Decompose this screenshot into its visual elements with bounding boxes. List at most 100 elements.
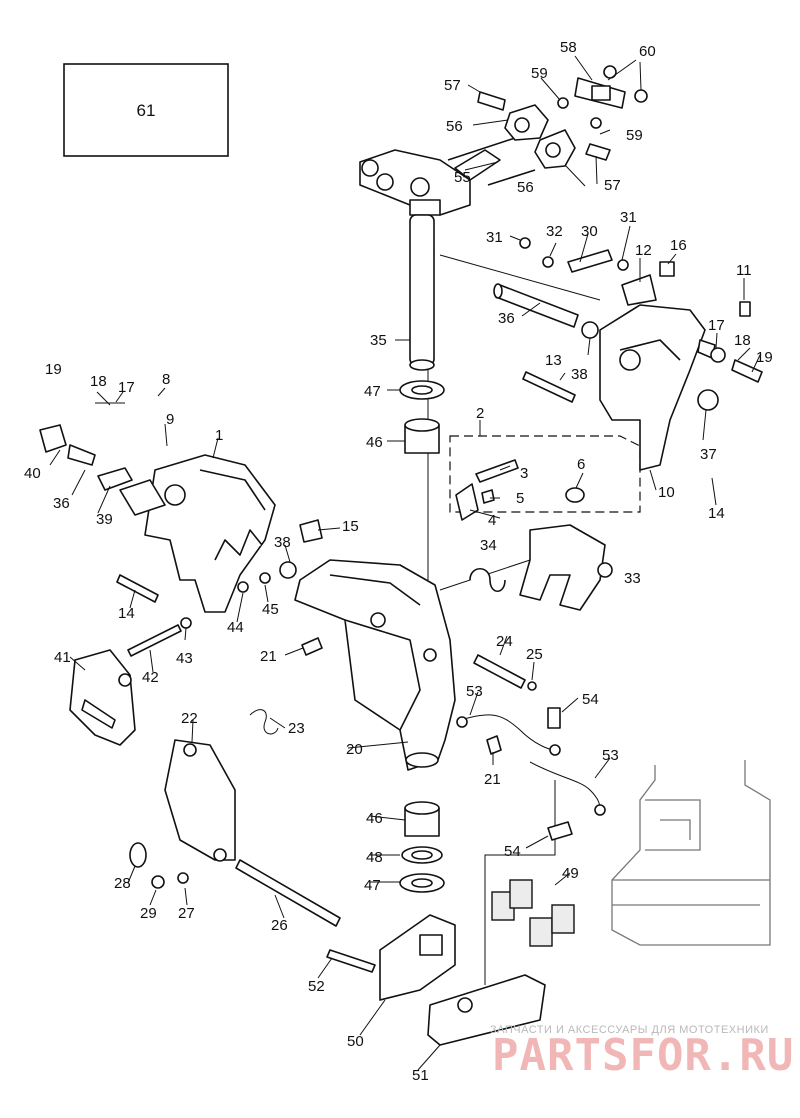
callout: 17 [708, 317, 725, 334]
callout: 9 [166, 411, 174, 428]
anodes [491, 879, 575, 947]
callout: 46 [366, 434, 383, 451]
callout: 59 [626, 127, 643, 144]
link-parts-upper [519, 237, 763, 383]
callout: 58 [560, 39, 577, 56]
callout: 23 [288, 720, 305, 737]
callout: 43 [176, 650, 193, 667]
watermark-brand: PARTSFOR.RU [492, 1030, 795, 1081]
callout: 3 [520, 465, 528, 482]
callout: 42 [142, 669, 159, 686]
callout: 8 [162, 371, 170, 388]
swivel-bracket [294, 559, 456, 771]
callout: 13 [545, 352, 562, 369]
callout: 48 [366, 849, 383, 866]
callout: 11 [736, 262, 752, 279]
callout: 19 [45, 361, 62, 378]
callout: 45 [262, 601, 279, 618]
callout: 16 [670, 237, 687, 254]
tilt-tube [493, 283, 599, 403]
leader-lines [49, 55, 761, 1071]
callout: 53 [466, 683, 483, 700]
subassembly-parts [455, 459, 585, 521]
callout: 44 [227, 619, 244, 636]
bushings-lower [399, 801, 445, 893]
callout-numbers: 61 1 2 3 4 5 6 8 9 10 11 12 13 14 14 15 … [24, 39, 773, 1084]
callout: 59 [531, 65, 548, 82]
callout: 49 [562, 865, 579, 882]
callout: 1 [215, 427, 223, 444]
callout: 6 [577, 456, 585, 473]
callout: 26 [271, 917, 288, 934]
clamp-bracket-left [119, 454, 276, 613]
callout: 47 [364, 383, 381, 400]
callout: 34 [480, 537, 497, 554]
callout: 2 [476, 405, 484, 422]
callout: 57 [444, 77, 461, 94]
callout: 38 [274, 534, 291, 551]
callout: 50 [347, 1033, 364, 1050]
callout: 39 [96, 511, 113, 528]
reference-box [63, 63, 229, 157]
callout: 55 [454, 169, 471, 186]
callout: 28 [114, 875, 131, 892]
callout: 36 [53, 495, 70, 512]
callout: 46 [366, 810, 383, 827]
callout: 30 [581, 223, 598, 240]
fittings [301, 637, 606, 841]
callout: 32 [546, 223, 563, 240]
watermark-caption: ЗАПЧАСТИ И АКСЕССУАРЫ ДЛЯ МОТОТЕХНИКИ [490, 1024, 769, 1036]
top-bracket [359, 65, 648, 216]
callout: 54 [582, 691, 599, 708]
callout: 41 [54, 649, 71, 666]
callout: 12 [635, 242, 652, 259]
callout: 47 [364, 877, 381, 894]
callout: 52 [308, 978, 325, 995]
callout: 21 [260, 648, 277, 665]
bolts-mid [116, 519, 323, 657]
callout: 10 [658, 484, 675, 501]
callout: 20 [346, 741, 363, 758]
callout: 36 [498, 310, 515, 327]
callout: 14 [118, 605, 135, 622]
callout: 14 [708, 505, 725, 522]
callout: 18 [734, 332, 751, 349]
steering-shaft [409, 214, 435, 371]
pin-24 [473, 654, 537, 691]
callout: 33 [624, 570, 641, 587]
callout: 15 [342, 518, 359, 535]
callout: 54 [504, 843, 521, 860]
subassembly-frame [449, 435, 641, 513]
background-lower-unit [611, 760, 771, 946]
callout: 37 [700, 446, 717, 463]
clamp-bracket-right [599, 304, 719, 471]
callout: 27 [178, 905, 195, 922]
callout: 35 [370, 332, 387, 349]
box-label: 61 [137, 101, 156, 120]
callout: 21 [484, 771, 501, 788]
handle [69, 649, 136, 746]
tilt-lever [469, 524, 613, 611]
screw-40-set [39, 424, 133, 491]
callout: 51 [412, 1067, 429, 1084]
callout: 53 [602, 747, 619, 764]
callout: 38 [571, 366, 588, 383]
callout: 56 [517, 179, 534, 196]
callout: 29 [140, 905, 157, 922]
callout: 18 [90, 373, 107, 390]
callout: 19 [756, 349, 773, 366]
lower-clamp [326, 914, 546, 1046]
callout: 25 [526, 646, 543, 663]
callout: 31 [620, 209, 637, 226]
callout: 22 [181, 710, 198, 727]
callout: 57 [604, 177, 621, 194]
lower-bracket [129, 709, 341, 927]
callout: 40 [24, 465, 41, 482]
callout: 31 [486, 229, 503, 246]
callout: 17 [118, 379, 135, 396]
bushings-upper [399, 380, 445, 454]
callout: 5 [516, 490, 524, 507]
callout: 24 [496, 633, 513, 650]
callout: 4 [488, 512, 496, 529]
